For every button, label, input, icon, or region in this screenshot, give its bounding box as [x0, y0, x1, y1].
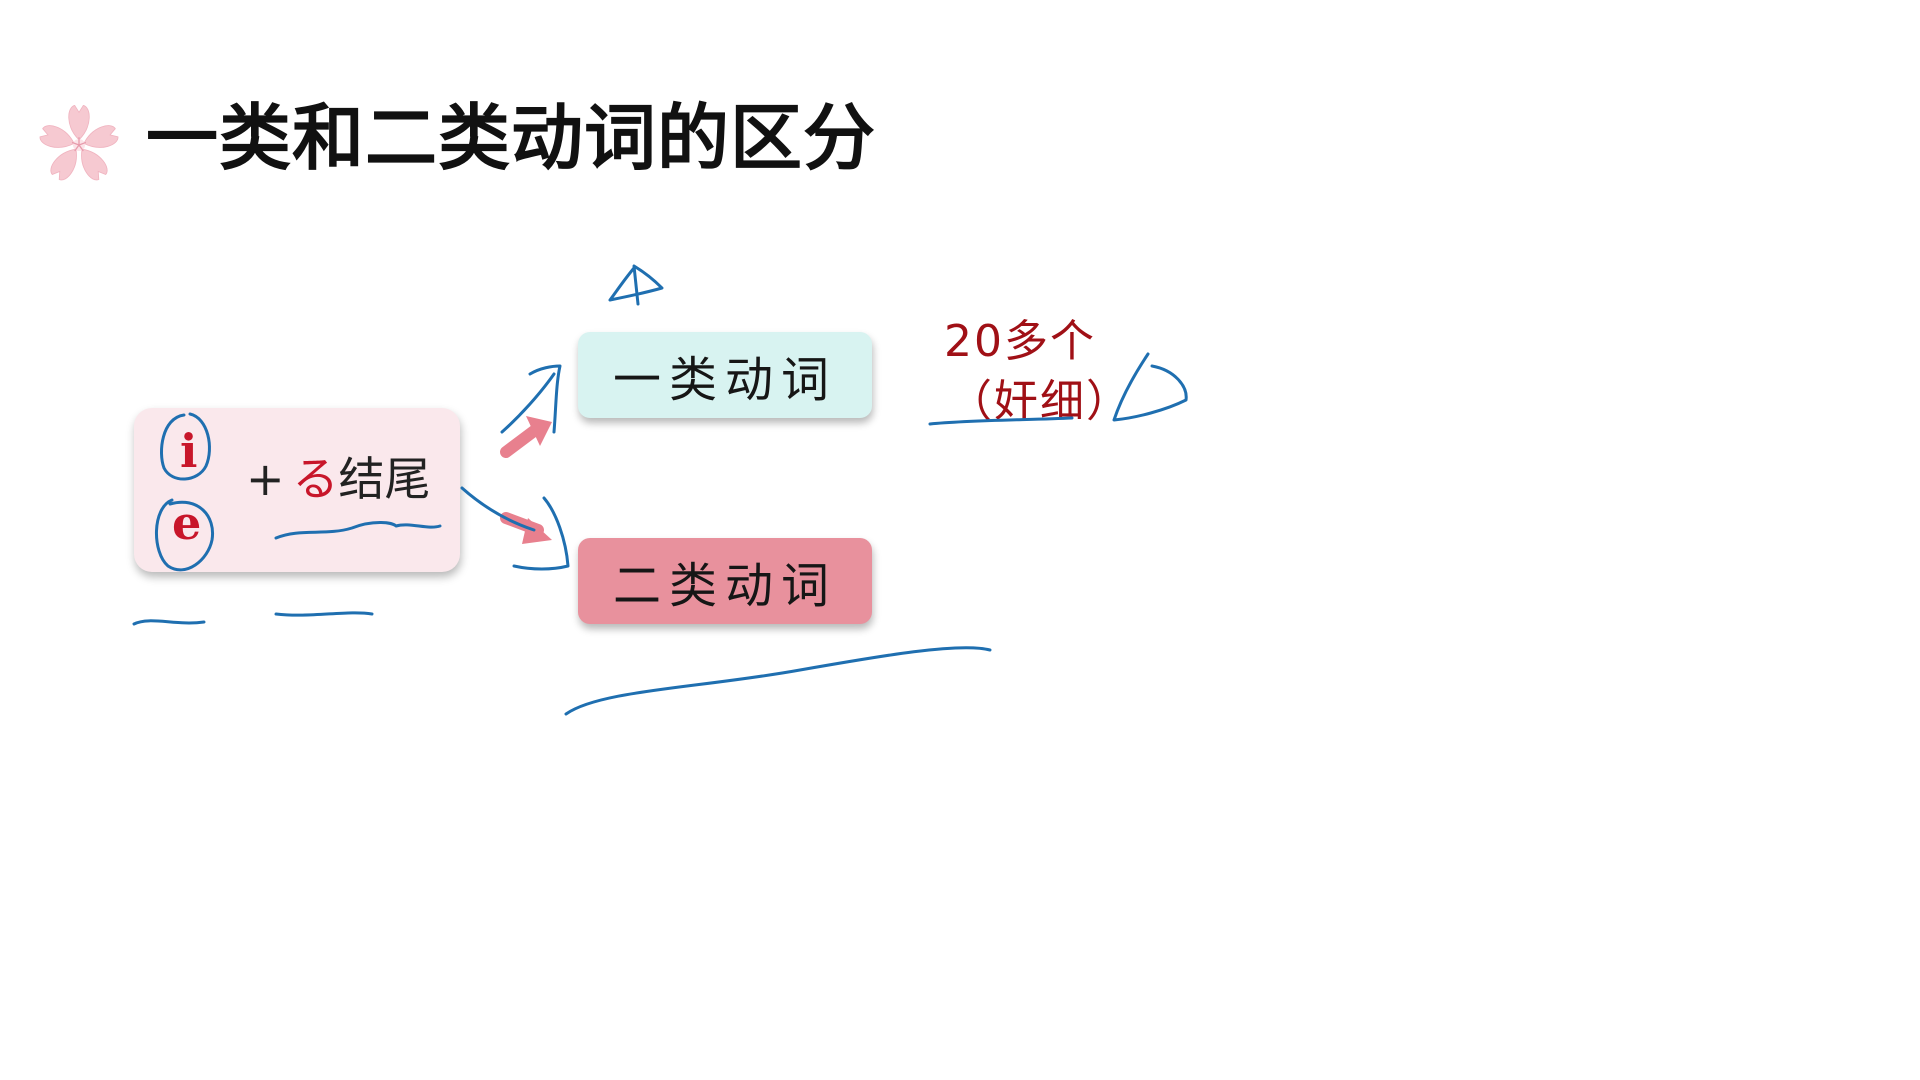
page-title: 一类和二类动词的区分 — [146, 96, 877, 180]
annotation-count: 20多个 — [944, 316, 1096, 367]
vowel-i: i — [180, 424, 198, 478]
ru-kana: る — [292, 452, 339, 506]
sakura-flower-icon — [39, 104, 119, 181]
verb-type-2-box: 二类动词 — [578, 538, 872, 624]
dash-mark-left — [132, 619, 206, 626]
rule-text: +る结尾 — [246, 456, 431, 502]
verb-type-1-box: 一类动词 — [578, 332, 872, 418]
pink-arrow-down — [500, 512, 552, 544]
ink-arrow-down — [460, 486, 570, 571]
pink-arrow-up — [500, 416, 552, 458]
ink-arrow-up — [500, 364, 562, 434]
ending-label: 结尾 — [338, 452, 431, 506]
dash-mark-right — [274, 611, 374, 617]
plus-sign: + — [246, 452, 285, 506]
vowel-e: e — [172, 496, 202, 550]
triangle-mark-top — [608, 264, 664, 306]
annotation-note: （奸细） — [948, 376, 1132, 427]
long-ink-line — [564, 646, 992, 716]
rule-box: i e +る结尾 — [134, 408, 460, 572]
